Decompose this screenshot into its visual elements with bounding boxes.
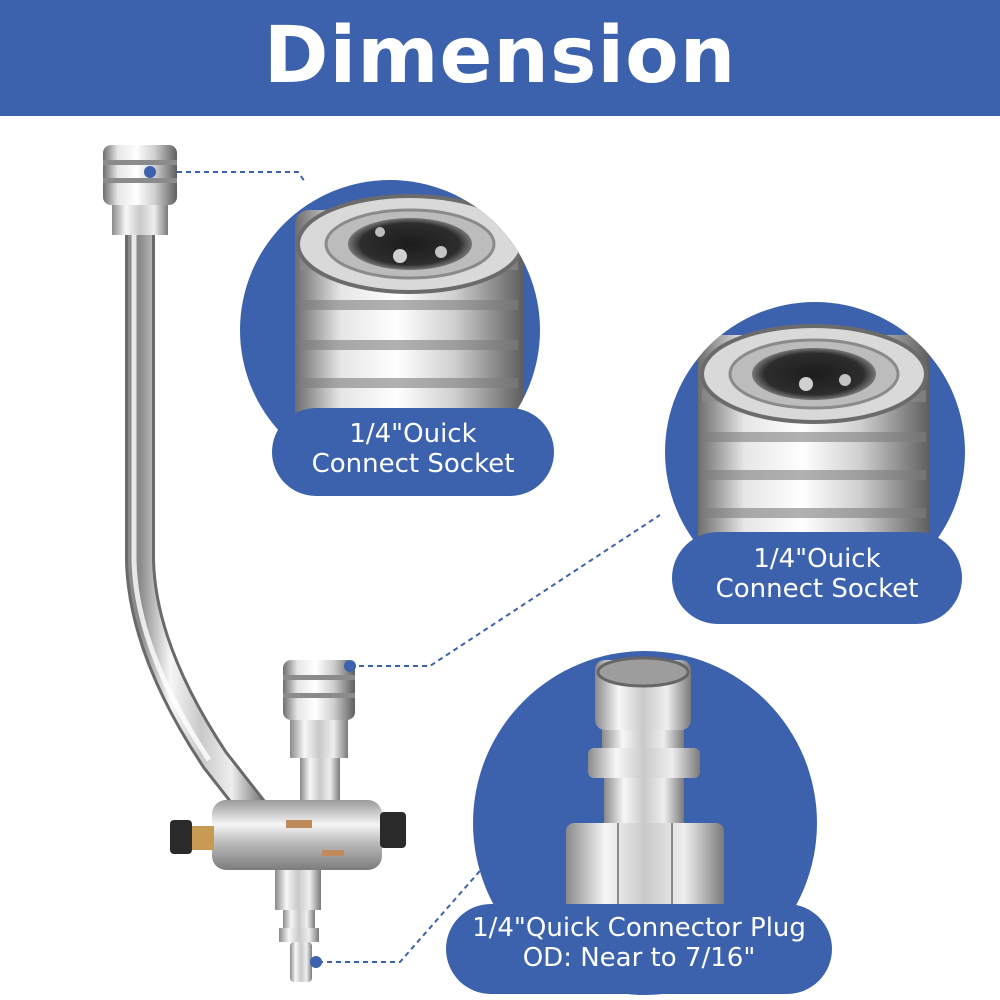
callout-mid-socket-label: 1/4"Ouick Connect Socket [672,544,962,604]
zoom-circle-plug [446,651,832,995]
zoom-circle-socket-1 [240,180,554,496]
callout-line: 1/4"Quick Connector Plug [472,913,806,943]
callout-line: Connect Socket [715,573,919,604]
quick-connect-socket-icon [698,324,930,565]
pressure-washer-wand-icon [103,145,406,982]
callout-line: 1/4"Ouick [753,544,881,574]
callout-plug-label: 1/4"Quick Connector Plug OD: Near to 7/1… [454,913,824,973]
callout-line: 1/4"Ouick [349,419,477,449]
page-title: Dimension [263,11,737,101]
leader-line-plug [318,847,501,963]
leader-line-mid-socket [350,514,661,667]
quick-connect-socket-icon [295,194,524,440]
callout-top-socket-label: 1/4"Ouick Connect Socket [272,419,554,479]
leader-lines [150,171,661,963]
callout-line: Connect Socket [311,448,515,479]
header-banner: Dimension [0,0,1000,116]
zoom-circle-socket-2 [665,302,965,624]
leader-line-top-socket [150,171,306,183]
callout-line: OD: Near to 7/16" [522,942,756,973]
